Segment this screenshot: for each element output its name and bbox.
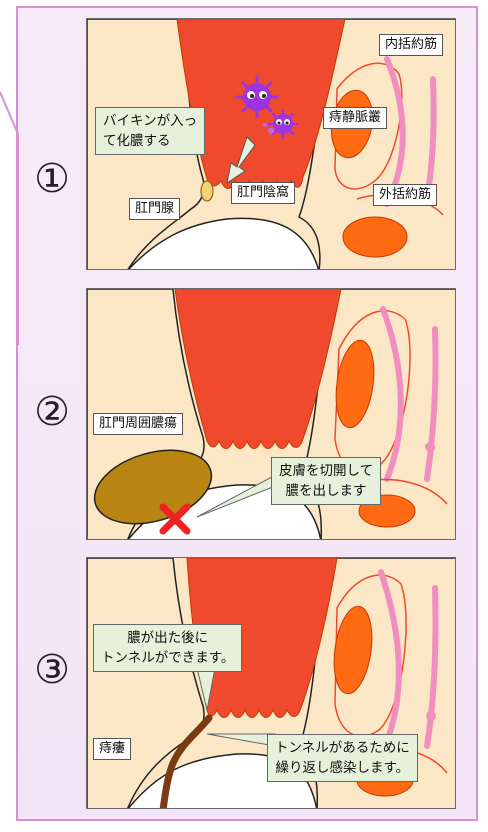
callout-line: バイキンが入っ [103, 111, 197, 131]
step-3-panel: 膿が出た後に トンネルができます。 痔瘻 トンネルがあるために 繰り返し感染しま… [86, 557, 456, 809]
step-1-number: ① [28, 155, 76, 203]
external-sphincter-shape [343, 217, 407, 257]
label-anal-fistula: 痔瘻 [93, 738, 131, 760]
anal-gland-shape [201, 181, 213, 201]
step-2-number: ② [28, 388, 76, 436]
callout-line: 膿を出します [279, 481, 373, 501]
label-hemorrhoidal-plexus: 痔静脈叢 [323, 107, 387, 129]
callout-line: 膿が出た後に [101, 628, 234, 648]
callout-line: トンネルができます。 [101, 648, 234, 668]
frame-connector [0, 0, 30, 360]
label-perianal-abscess: 肛門周囲膿瘍 [93, 413, 183, 435]
label-internal-sphincter: 内括約筋 [379, 34, 443, 56]
germ-icon [269, 110, 297, 138]
step-2-panel: 肛門周囲膿瘍 皮膚を切開して 膿を出します [86, 288, 456, 540]
step-3-number: ③ [28, 646, 76, 694]
callout-incision: 皮膚を切開して 膿を出します [271, 457, 381, 505]
callout-tunnel-forms: 膿が出た後に トンネルができます。 [93, 624, 242, 672]
label-anal-crypt: 肛門陰窩 [231, 182, 295, 204]
label-external-sphincter: 外括約筋 [373, 184, 437, 206]
step-1-panel: 内括約筋 痔静脈叢 外括約筋 肛門陰窩 肛門腺 バイキンが入っ て化膿する [86, 18, 456, 270]
label-anal-gland: 肛門腺 [129, 198, 180, 220]
callout-line: トンネルがあるために [275, 738, 410, 758]
germ-icon [237, 77, 277, 117]
callout-line: て化膿する [103, 131, 197, 151]
callout-infection: バイキンが入っ て化膿する [95, 107, 205, 155]
callout-line: 繰り返し感染します。 [275, 758, 410, 778]
callout-line: 皮膚を切開して [279, 461, 373, 481]
callout-recurrent-infection: トンネルがあるために 繰り返し感染します。 [267, 734, 418, 782]
